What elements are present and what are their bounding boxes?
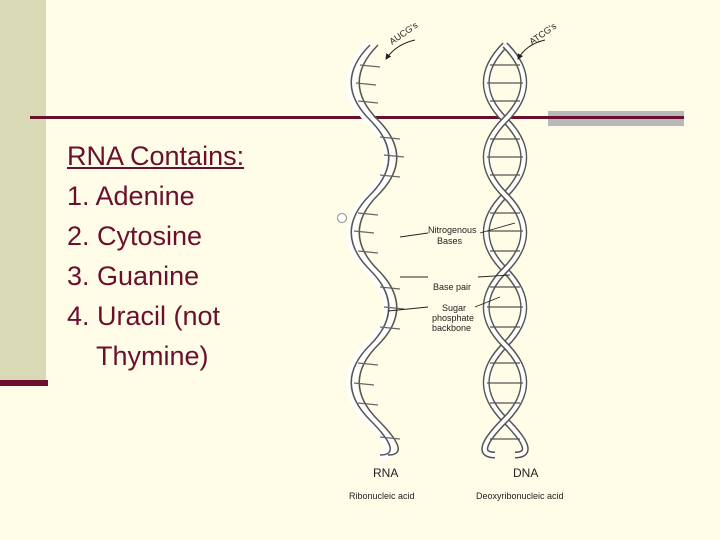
- dna-double-helix: [481, 42, 529, 459]
- rna-subtitle: Ribonucleic acid: [349, 491, 415, 501]
- list-item-guanine: 3. Guanine: [67, 261, 200, 291]
- callout-lines: [387, 222, 516, 312]
- base-pair-label: Base pair: [433, 282, 471, 292]
- list-item-uracil-continuation: Thymine): [96, 341, 209, 371]
- list-item-adenine: 1. Adenine: [67, 181, 195, 211]
- list-item-cytosine: 2. Cytosine: [67, 221, 203, 251]
- nitrogenous-bases-label-line1: Nitrogenous: [428, 225, 477, 235]
- sugar-phosphate-label-line1: Sugar: [442, 303, 466, 313]
- dna-title: DNA: [513, 466, 538, 480]
- rna-dna-helix-figure: AUCG's ATCG's Nitrogenous Bases Base pai…: [346, 20, 564, 501]
- rna-top-arrow: [385, 39, 416, 60]
- list-heading: RNA Contains:: [67, 141, 245, 171]
- list-item-uracil: 4. Uracil (not: [67, 301, 221, 331]
- header-rule: [30, 116, 548, 119]
- rna-contents-list: RNA Contains: 1. Adenine 2. Cytosine 3. …: [67, 136, 244, 376]
- left-accent-bar: [0, 0, 46, 382]
- dna-subtitle: Deoxyribonucleic acid: [476, 491, 564, 501]
- left-accent-bar-cap: [0, 380, 48, 386]
- sugar-phosphate-label-line2: phosphate: [432, 313, 474, 323]
- bullet-circle-icon: [337, 213, 347, 223]
- rna-strand: [346, 41, 405, 460]
- header-rule-right: [548, 116, 684, 119]
- dna-top-arrow: [517, 39, 546, 60]
- sugar-phosphate-label-line3: backbone: [432, 323, 471, 333]
- rna-top-label: AUCG's: [387, 20, 420, 47]
- dna-top-label: ATCG's: [527, 21, 558, 47]
- nitrogenous-bases-label-line2: Bases: [437, 236, 463, 246]
- rna-title: RNA: [373, 466, 398, 480]
